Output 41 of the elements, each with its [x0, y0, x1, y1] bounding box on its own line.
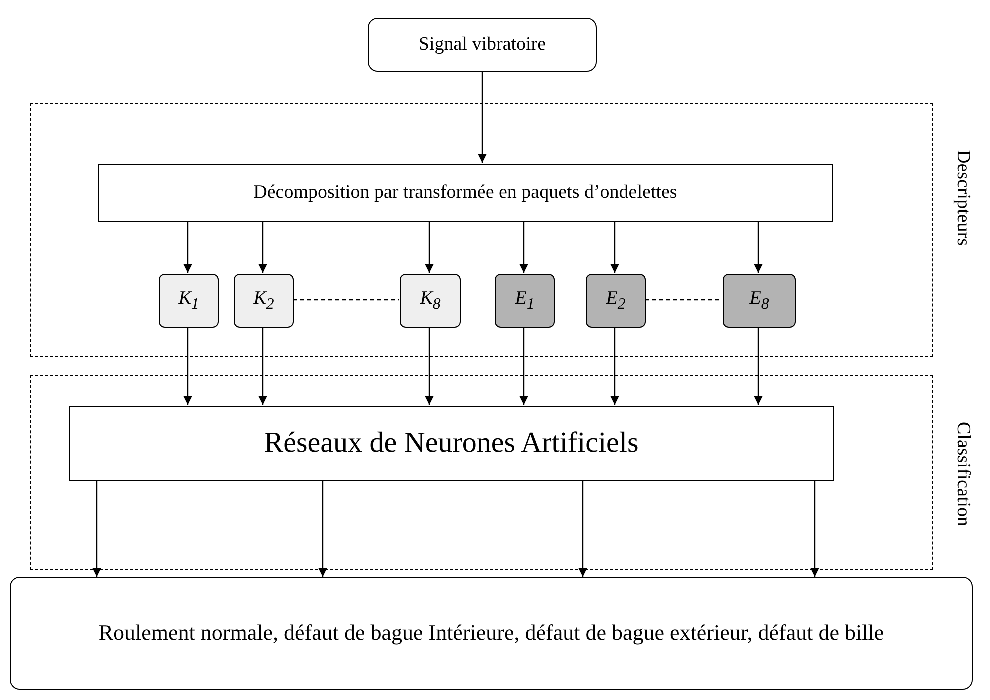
- feature-box: [159, 274, 219, 328]
- section-label: Classification: [952, 422, 975, 526]
- feature-box: [400, 274, 461, 328]
- node-text: K$_{1}$: [178, 287, 200, 316]
- process-box: [98, 164, 833, 222]
- arrow: [184, 221, 192, 273]
- arrow: [478, 72, 487, 163]
- feature-box: [723, 274, 796, 328]
- arrow: [258, 327, 268, 405]
- node-text: E$_{8}$: [750, 287, 770, 316]
- arrow: [258, 221, 268, 273]
- arrow: [92, 480, 102, 577]
- arrow: [520, 327, 528, 405]
- arrow: [425, 327, 434, 405]
- arrow: [520, 221, 528, 273]
- process-box: [69, 406, 834, 481]
- section-label: Descripteurs: [952, 150, 975, 246]
- feature-box: [495, 274, 555, 328]
- node-text: E$_{1}$: [515, 287, 535, 316]
- node-text: K$_{8}$: [420, 287, 441, 316]
- node-text: E$_{2}$: [606, 287, 626, 316]
- dashed-connector: [645, 299, 722, 301]
- result-box: [10, 577, 973, 690]
- dashed-connector: [293, 299, 399, 301]
- arrow: [754, 221, 763, 273]
- arrow: [425, 221, 434, 273]
- arrow: [754, 327, 763, 405]
- arrow: [578, 480, 588, 577]
- node-text: Roulement normale, défaut de bague Intérieure, défaut de bague extérieur, défaut de bille: [98, 619, 884, 648]
- feature-box: [586, 274, 646, 328]
- arrow: [610, 327, 620, 405]
- start-box: [368, 18, 597, 72]
- node-text: Décomposition par transformée en paquets d’ondelettes: [254, 181, 678, 206]
- arrow: [810, 480, 820, 577]
- node-text: Signal vibratoire: [418, 33, 546, 58]
- arrow: [184, 327, 192, 405]
- arrow: [610, 221, 620, 273]
- arrow: [318, 480, 328, 577]
- node-text: K$_{2}$: [254, 287, 274, 316]
- node-text: Réseaux de Neurones Artificiels: [264, 426, 639, 462]
- feature-box: [234, 274, 294, 328]
